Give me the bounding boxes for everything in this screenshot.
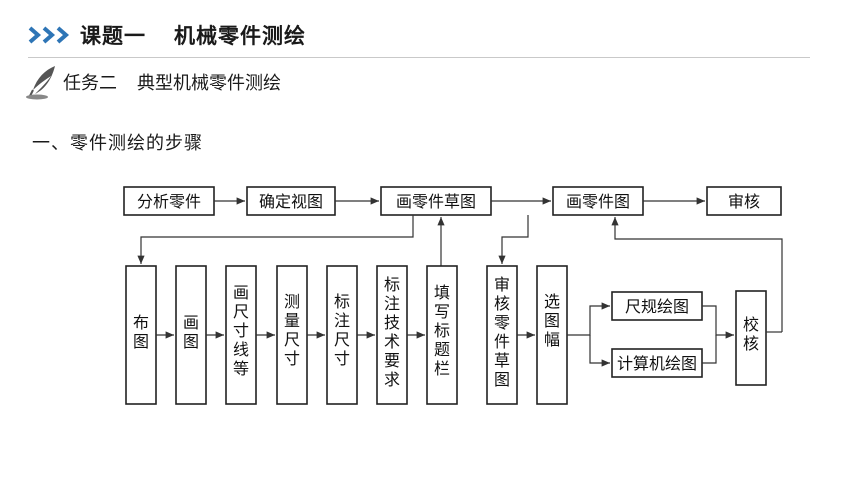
step-review: 审核 (706, 186, 782, 216)
step-draw-part: 画零件图 (552, 186, 644, 216)
substep-annotate: 标注尺寸 (326, 265, 358, 405)
step-determine-views: 确定视图 (246, 186, 336, 216)
review-sketch-box: 审核零件草图 (486, 265, 518, 405)
substep-title-block: 填写标题栏 (426, 265, 458, 405)
proofread-label: 校核 (743, 315, 759, 353)
choose-sheet-label: 选图幅 (544, 292, 560, 349)
substep-dimension-lines-label: 画尺寸线等 (233, 283, 249, 378)
step-sketch: 画零件草图 (380, 186, 492, 216)
task-label: 任务二 (63, 73, 117, 94)
proofread-box: 校核 (735, 290, 767, 386)
header-divider (28, 57, 810, 58)
task-name: 典型机械零件测绘 (137, 73, 281, 94)
step-analyze-label: 分析零件 (137, 192, 201, 211)
substep-draw: 画图 (175, 265, 207, 405)
substep-layout: 布图 (125, 265, 157, 405)
substep-title-block-label: 填写标题栏 (434, 283, 450, 378)
substep-tech-req-label: 标注技术要求 (384, 275, 400, 389)
substep-layout-label: 布图 (133, 313, 149, 351)
choose-sheet-box: 选图幅 (536, 265, 568, 405)
substep-tech-req: 标注技术要求 (376, 265, 408, 405)
step-analyze: 分析零件 (123, 186, 215, 216)
quill-pen-icon (26, 66, 55, 100)
substep-draw-label: 画图 (183, 313, 199, 351)
substep-dimension-lines: 画尺寸线等 (225, 265, 257, 405)
step-review-label: 审核 (728, 192, 760, 211)
method-computer-label: 计算机绘图 (617, 354, 697, 373)
step-determine-views-label: 确定视图 (259, 192, 323, 211)
slide-header: 课题一 机械零件测绘 (28, 20, 306, 50)
step-sketch-label: 画零件草图 (396, 192, 476, 211)
substep-measure: 测量尺寸 (276, 265, 308, 405)
substep-annotate-label: 标注尺寸 (334, 292, 350, 368)
method-computer-box: 计算机绘图 (611, 348, 703, 378)
chevron-arrows-icon (28, 26, 70, 44)
substep-measure-label: 测量尺寸 (284, 292, 300, 368)
step-draw-part-label: 画零件图 (566, 192, 630, 211)
method-manual-box: 尺规绘图 (611, 291, 703, 321)
course-label: 课题一 (80, 24, 146, 48)
task-heading: 任务二 典型机械零件测绘 (25, 64, 281, 100)
section-title: 一、零件测绘的步骤 (32, 133, 203, 154)
review-sketch-label: 审核零件草图 (494, 275, 510, 389)
course-title: 机械零件测绘 (174, 24, 306, 48)
method-manual-label: 尺规绘图 (625, 297, 689, 316)
